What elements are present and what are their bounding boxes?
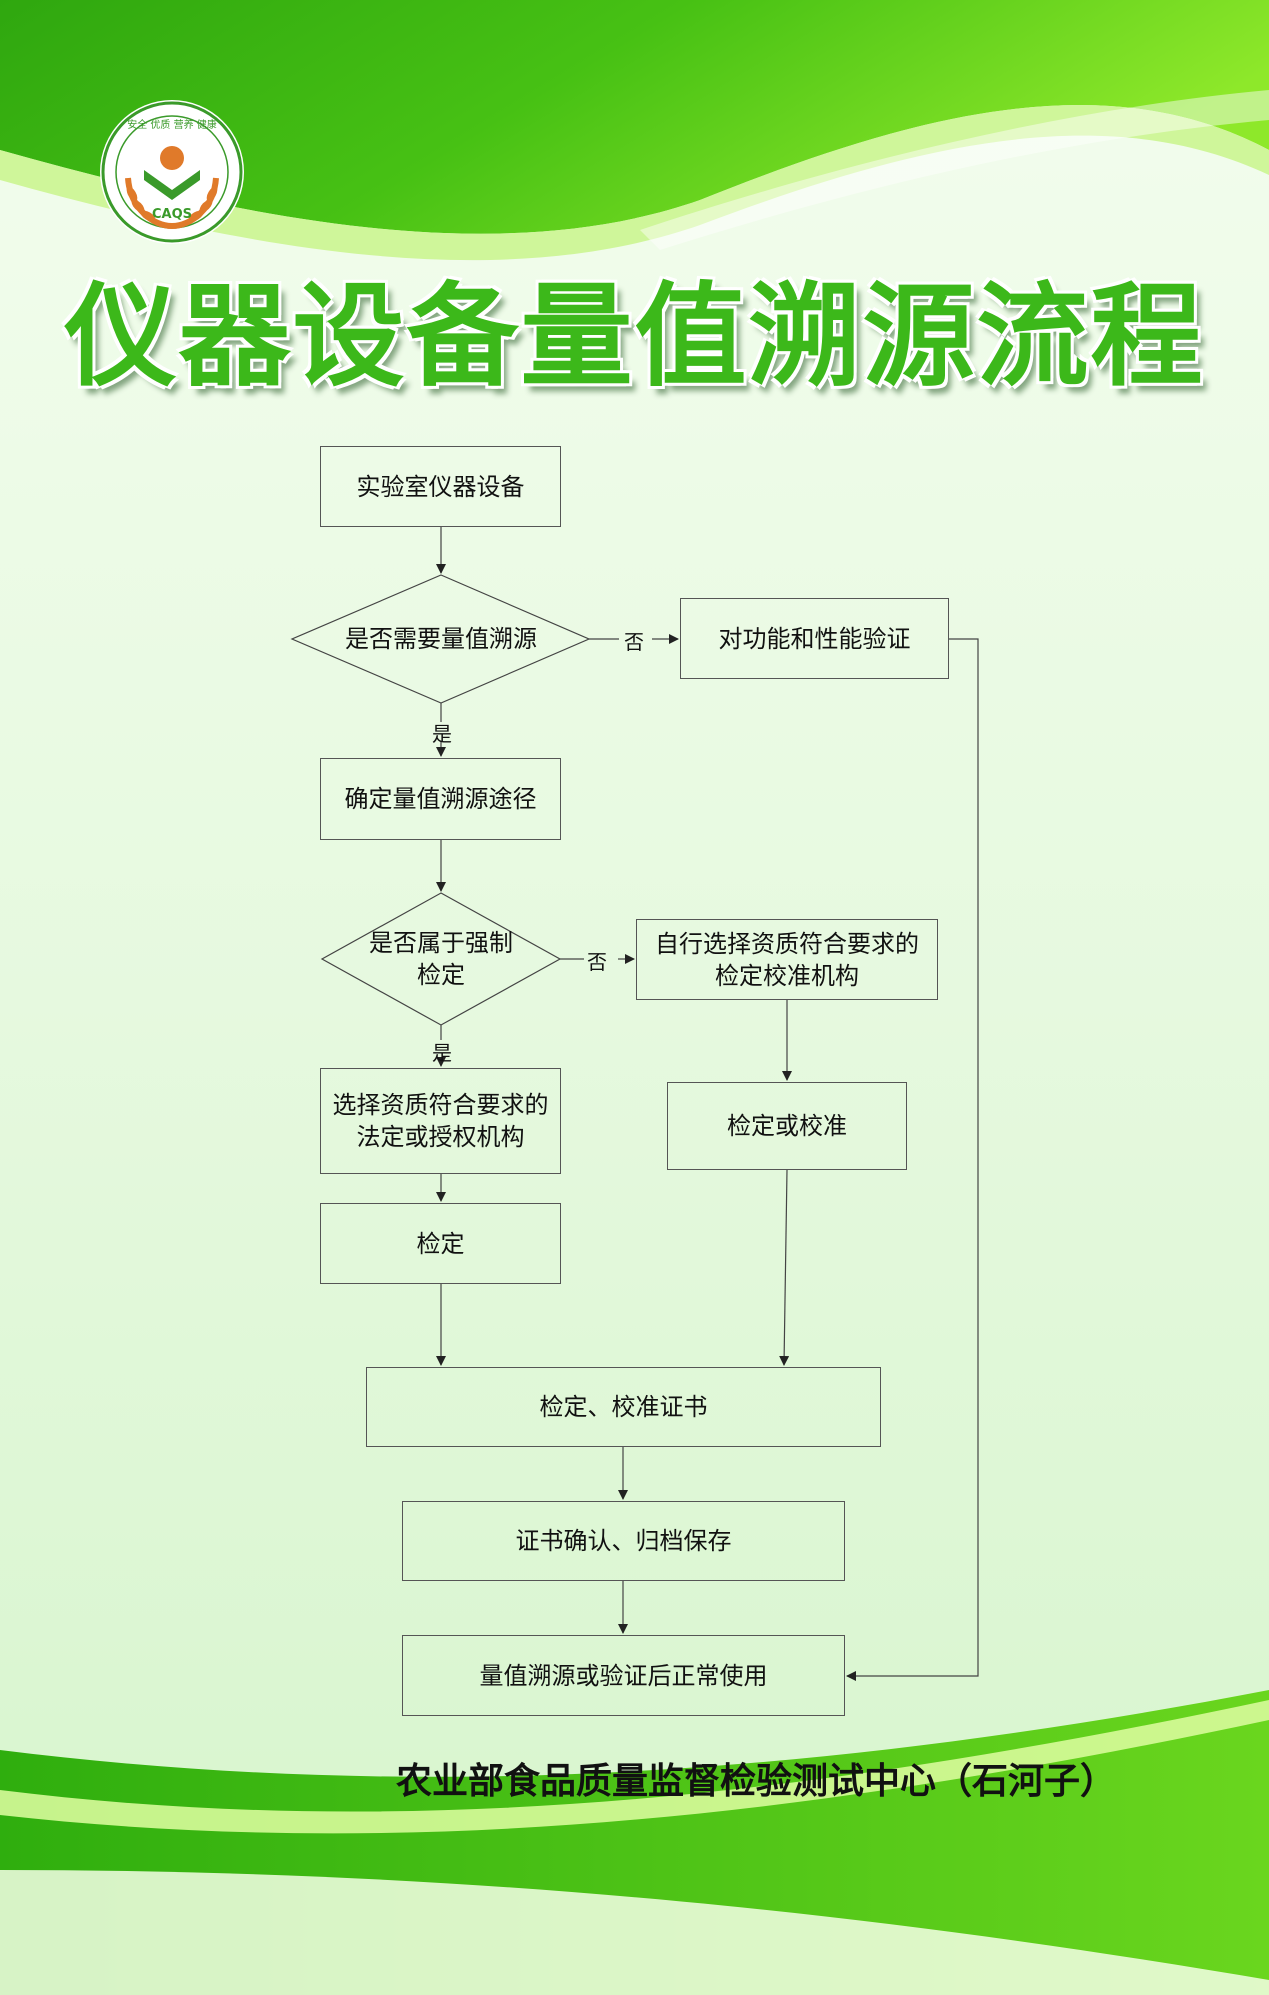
edge-label-no-1: 否 — [624, 630, 644, 654]
footer-organization: 农业部食品质量监督检验测试中心（石河子） — [396, 1761, 1117, 1802]
node-lab-equipment: 实验室仪器设备 — [320, 446, 561, 527]
node-confirm-archive: 证书确认、归档保存 — [402, 1501, 845, 1581]
edge-label-no-2: 否 — [587, 950, 607, 974]
node-verification: 检定 — [320, 1203, 561, 1284]
edge-label-yes-2: 是 — [432, 1041, 452, 1065]
node-select-legal-agency: 选择资质符合要求的法定或授权机构 — [320, 1068, 561, 1174]
edge-label-yes-1: 是 — [432, 722, 452, 746]
decision-mandatory-verification: 是否属于强制检定 — [369, 929, 513, 989]
node-function-verification: 对功能和性能验证 — [680, 598, 949, 679]
node-self-select-agency: 自行选择资质符合要求的检定校准机构 — [636, 919, 938, 1000]
logo-abbr-text: CAQS — [152, 207, 192, 222]
node-normal-use: 量值溯源或验证后正常使用 — [402, 1635, 845, 1716]
decision-need-traceability: 是否需要量值溯源 — [345, 625, 537, 653]
node-certificate: 检定、校准证书 — [366, 1367, 881, 1447]
logo-ring-text: 安全 优质 营养 健康 — [127, 118, 217, 131]
node-determine-route: 确定量值溯源途径 — [320, 758, 561, 840]
caqs-logo: 安全 优质 营养 健康 CAQS — [100, 100, 244, 244]
page-title: 仪器设备量值溯源流程 — [64, 272, 1205, 402]
node-verify-or-calibrate: 检定或校准 — [667, 1082, 907, 1170]
